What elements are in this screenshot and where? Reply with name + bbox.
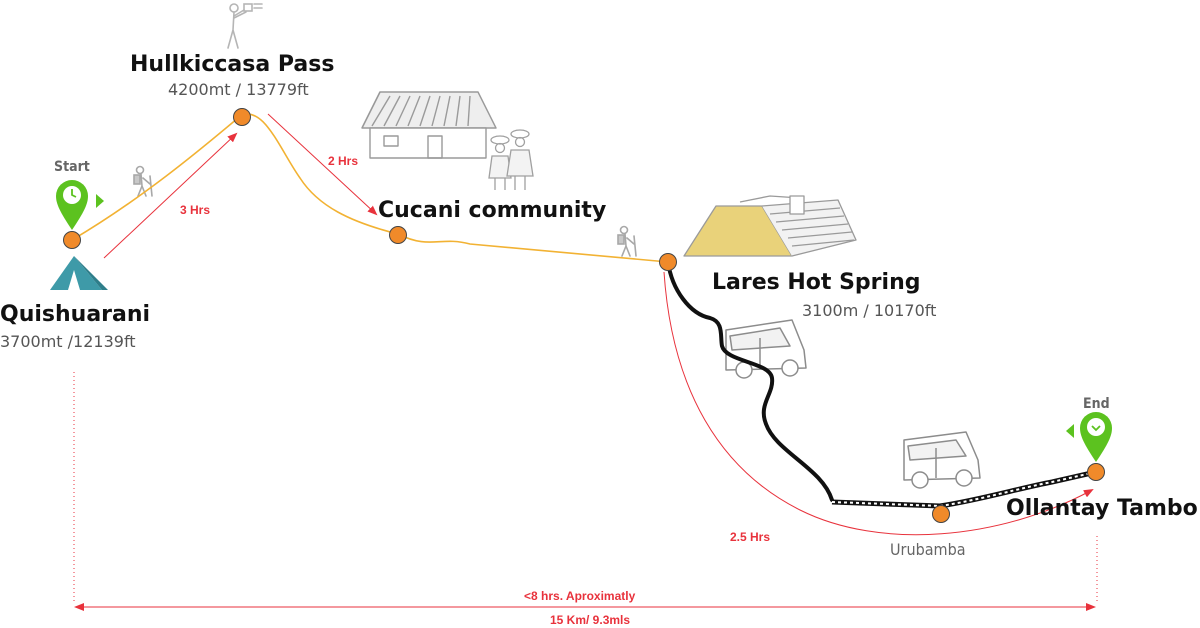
start-label: Start bbox=[54, 159, 90, 175]
stop-name: Hullkiccasa Pass bbox=[130, 52, 335, 77]
van-icon bbox=[903, 431, 981, 489]
stop-node bbox=[1087, 463, 1105, 481]
total-time: <8 hrs. Aproximatly bbox=[524, 589, 636, 603]
stop-name: Ollantay Tambo bbox=[1006, 496, 1198, 521]
stop-node bbox=[63, 231, 81, 249]
stop-name: Lares Hot Spring bbox=[712, 270, 921, 295]
stop-altitude: 3700mt /12139ft bbox=[0, 332, 136, 351]
duration-arrow bbox=[267, 113, 378, 216]
stop-node bbox=[659, 253, 677, 271]
hiker-icon bbox=[617, 225, 637, 257]
hiker-icon bbox=[133, 165, 153, 197]
road-segment bbox=[666, 260, 834, 502]
end-label: End bbox=[1083, 396, 1110, 412]
stop-name: Urubamba bbox=[890, 540, 966, 559]
duration-arrow bbox=[663, 271, 1094, 536]
total-distance: 15 Km/ 9.3mls bbox=[550, 613, 631, 627]
stop-node bbox=[932, 505, 950, 523]
stop-altitude: 4200mt / 13779ft bbox=[168, 80, 309, 99]
photographer-icon bbox=[227, 3, 263, 49]
leg-duration: 2 Hrs bbox=[328, 154, 359, 168]
end-location-pin-icon bbox=[1066, 412, 1112, 462]
trail-segment bbox=[71, 113, 669, 263]
thatched-hut-icon bbox=[361, 91, 497, 159]
stop-altitude: 3100m / 10170ft bbox=[802, 301, 937, 320]
tent-icon bbox=[50, 256, 108, 290]
stop-node bbox=[233, 108, 251, 126]
duration-arrow bbox=[103, 132, 238, 259]
villagers-icon bbox=[488, 129, 534, 190]
start-location-pin-icon bbox=[56, 180, 104, 230]
hot-spring-pool-icon bbox=[683, 195, 857, 257]
stop-name: Quishuarani bbox=[0, 302, 151, 327]
leg-duration: 3 Hrs bbox=[180, 203, 211, 217]
van-icon bbox=[725, 319, 807, 379]
leg-duration: 2.5 Hrs bbox=[730, 530, 771, 544]
stop-name: Cucani community bbox=[378, 198, 607, 223]
stop-node bbox=[389, 226, 407, 244]
